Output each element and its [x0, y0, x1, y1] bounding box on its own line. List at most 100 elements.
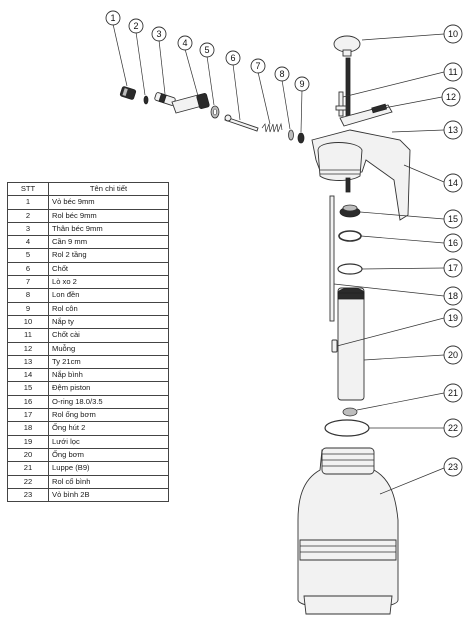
- callout-2: 2: [128, 18, 144, 34]
- row-number: 8: [7, 288, 49, 303]
- svg-text:21: 21: [448, 388, 458, 398]
- part-name: Rol cổ bình: [48, 474, 169, 489]
- callout-6: 6: [225, 50, 241, 66]
- part-1-nozzle-cap: [119, 86, 137, 100]
- svg-text:1: 1: [110, 13, 115, 23]
- callout-9: 9: [294, 76, 310, 92]
- part-13-rod: [345, 57, 351, 124]
- callout-19: 19: [443, 308, 463, 328]
- svg-text:12: 12: [446, 92, 456, 102]
- callout-8: 8: [274, 66, 290, 82]
- part-name: Lưới lọc: [48, 434, 169, 449]
- row-number: 1: [7, 195, 49, 210]
- part-name: Rol béc 9mm: [48, 208, 169, 223]
- callout-5: 5: [199, 42, 215, 58]
- callout-7: 7: [250, 58, 266, 74]
- svg-text:3: 3: [156, 29, 161, 39]
- callout-3: 3: [151, 26, 167, 42]
- row-number: 21: [7, 461, 49, 476]
- row-number: 3: [7, 221, 49, 237]
- callout-15: 15: [443, 209, 463, 229]
- row-number: 20: [7, 447, 49, 463]
- row-number: 6: [7, 261, 49, 277]
- part-4-nozzle-stem: [171, 92, 210, 114]
- part-11-lock-pin: [335, 91, 347, 117]
- part-name: Đệm piston: [48, 381, 169, 396]
- column-header-stt: STT: [7, 181, 49, 197]
- part-6-pin: [224, 114, 259, 132]
- part-name: Chốt cài: [48, 328, 169, 343]
- svg-text:17: 17: [448, 263, 458, 273]
- part-23-bottle-body: [297, 447, 399, 615]
- part-name: Rol côn: [48, 301, 169, 316]
- part-2-nozzle-oring: [143, 95, 149, 105]
- part-name: Ống bơm: [48, 447, 169, 463]
- svg-text:11: 11: [448, 67, 457, 77]
- svg-text:19: 19: [448, 313, 458, 323]
- callout-22: 22: [443, 418, 463, 438]
- svg-text:14: 14: [448, 178, 458, 188]
- callout-16: 16: [443, 233, 463, 253]
- svg-text:13: 13: [448, 125, 458, 135]
- part-name: Muỗng: [48, 341, 169, 356]
- part-15-piston-seal: [339, 204, 361, 218]
- column-header-part-name: Tên chi tiết: [48, 181, 169, 197]
- part-name: Ống hút 2: [48, 421, 169, 436]
- row-number: 23: [7, 487, 49, 503]
- part-name: Cần 9 mm: [48, 235, 169, 250]
- part-7-spring: [261, 122, 283, 133]
- svg-text:5: 5: [204, 45, 209, 55]
- row-number: 19: [7, 434, 49, 449]
- row-number: 11: [7, 328, 49, 343]
- part-name: Lon đền: [48, 288, 169, 303]
- row-number: 12: [7, 341, 49, 356]
- svg-text:22: 22: [448, 423, 458, 433]
- callout-21: 21: [443, 383, 463, 403]
- callout-10: 10: [443, 24, 463, 44]
- row-number: 5: [7, 248, 49, 263]
- part-5-double-oring: [210, 105, 220, 119]
- svg-text:20: 20: [448, 350, 458, 360]
- callout-14: 14: [443, 173, 463, 193]
- svg-text:2: 2: [133, 21, 138, 31]
- svg-text:4: 4: [182, 38, 187, 48]
- part-21-check-valve: [342, 407, 358, 417]
- svg-text:15: 15: [448, 214, 458, 224]
- callout-11: 11: [443, 62, 463, 82]
- part-20-pump-tube: [337, 287, 365, 401]
- part-17-pump-tube-oring: [337, 263, 363, 275]
- part-16-oring: [338, 230, 362, 242]
- svg-text:10: 10: [448, 29, 458, 39]
- part-name: Thân béc 9mm: [48, 221, 169, 237]
- part-18-suction-tube: [329, 195, 335, 322]
- callout-12: 12: [441, 87, 461, 107]
- part-8-washer: [288, 129, 294, 141]
- row-number: 7: [7, 275, 49, 290]
- row-number: 15: [7, 381, 49, 396]
- part-name: Lò xo 2: [48, 275, 169, 290]
- leader-lines: [112, 23, 445, 495]
- row-number: 18: [7, 421, 49, 436]
- part-14-bottle-cap-handle: [311, 129, 411, 221]
- row-number: 9: [7, 301, 49, 316]
- part-name: Ty 21cm: [48, 354, 169, 370]
- part-10-rod-cap: [333, 35, 361, 57]
